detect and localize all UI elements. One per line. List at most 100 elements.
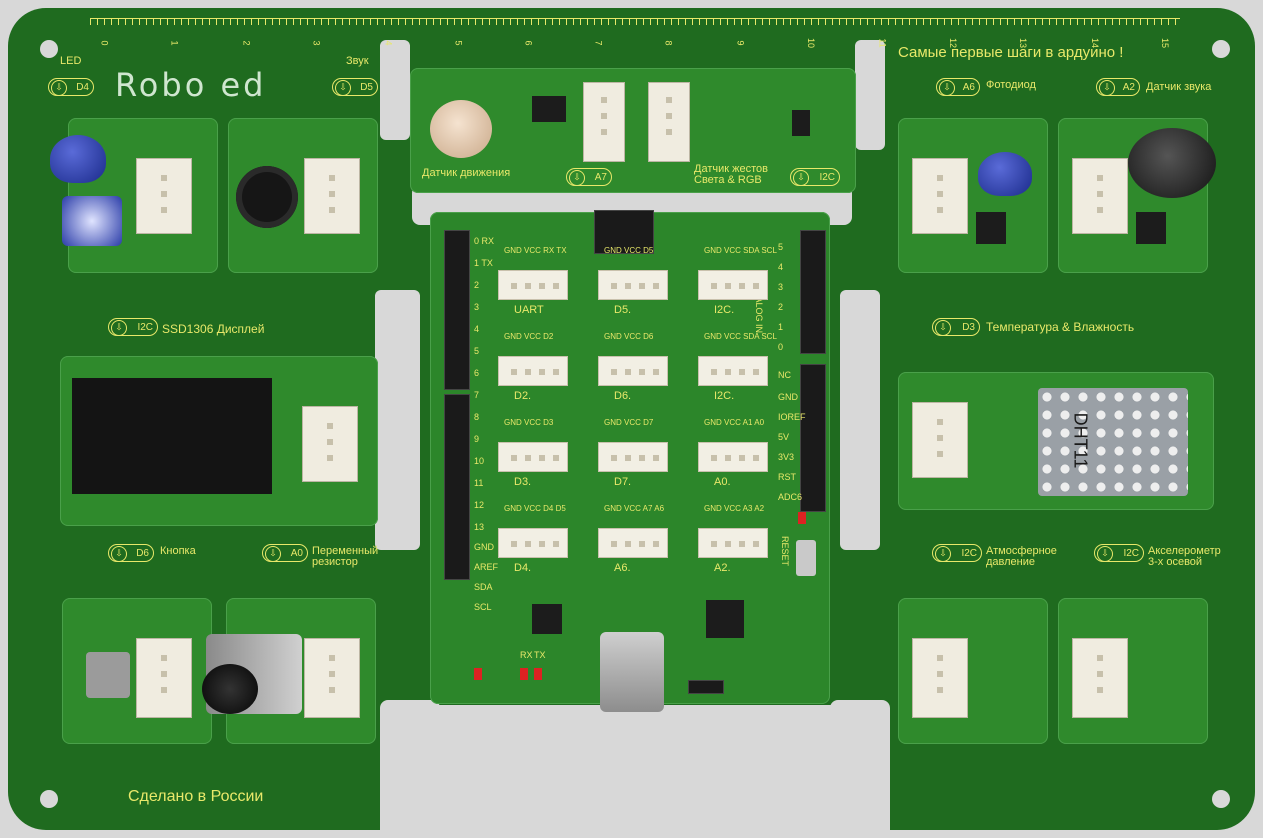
blue-led [978,152,1032,196]
reset-label: RESET [780,536,790,567]
ruler-label: 9 [735,40,746,46]
pin-tag: ⇩ I2C [108,318,158,336]
pin-label: I2C [961,548,977,559]
pin-label: SCL [474,602,492,612]
ruler-label: 6 [523,40,534,46]
pin-tag: ⇩A0 [262,544,308,562]
connector-label: D4. [514,562,532,574]
grove-connector [598,442,668,472]
pin-label: 5 [474,346,480,356]
connector-label: D2. [514,390,532,402]
accel-label: Акселерометр 3-х осевой [1148,545,1221,568]
arrow-down-icon: ⇩ [51,80,67,96]
connector-header: GND VCC RX TX [504,246,567,255]
pin-label: 1 TX [474,258,493,268]
ruler-label: 1 [169,40,180,46]
component [688,680,724,694]
board-cutout [830,700,890,838]
arrow-down-icon: ⇩ [111,546,127,562]
pin-label: 10 [474,456,485,466]
pin-label: 7 [474,390,480,400]
pin-tag: ⇩ D6 [108,544,154,562]
pin-label: I2C [137,322,153,333]
arrow-down-icon: ⇩ [111,320,127,336]
ruler-label: 4 [383,40,394,46]
display-label: SSD1306 Дисплей [162,322,265,336]
dht11-text: DHT11 [1070,412,1091,469]
ruler-label: 2 [241,40,252,46]
right-header-top [800,230,826,354]
connector-header: GND VCC SDA SCL [704,246,777,255]
pin-label: 13 [474,522,485,532]
grove-connector [598,270,668,300]
motion-label: Датчик движения [422,167,511,179]
grove-connector [498,356,568,386]
sound-sensor-label: Датчик звука [1146,81,1212,93]
board-cutout [420,705,840,838]
grove-connector [698,442,768,472]
ruler-label: 15 [1160,37,1171,49]
board-cutout [380,700,440,838]
grove-connector [912,158,968,234]
chip [532,604,562,634]
grove-connector [912,402,968,478]
arrow-down-icon: ⇩ [569,170,585,186]
status-led [474,668,482,680]
grove-connector [498,528,568,558]
connector-label: D5. [614,304,632,316]
pin-label: AREF [474,562,499,572]
chip [532,96,566,122]
connector-header: GND VCC A1 A0 [704,418,765,427]
pin-label: I2C [1123,548,1139,559]
photodiode-label: Фотодиод [986,79,1036,91]
pin-label: 1 [778,322,784,332]
grove-connector [1072,158,1128,234]
ruler [90,18,1180,47]
chip [976,212,1006,244]
ruler-label: 0 [99,40,110,46]
pin-label: D3 [962,322,975,333]
tx-led [534,668,542,680]
pin-label: D4 [76,82,89,93]
connector-header: GND VCC A7 A6 [604,504,665,513]
mount-hole [40,790,58,808]
mount-hole [1212,40,1230,58]
grove-connector [498,442,568,472]
grove-connector [1072,638,1128,718]
left-header-top [444,230,470,390]
grove-connector [598,356,668,386]
connector-label: D3. [514,476,532,488]
board-cutout [375,290,420,550]
buzzer [236,166,298,228]
pin-label: D6 [136,548,149,559]
pot-knob[interactable] [202,664,258,714]
pin-label: 0 [778,342,784,352]
pin-label: GND [778,392,798,402]
arrow-down-icon: ⇩ [939,80,955,96]
icsp-header [594,210,654,254]
connector-header: GND VCC D3 [504,418,554,427]
led-label: LED [60,55,82,67]
mcu-chip [706,600,744,638]
usb-c-port[interactable] [600,632,664,712]
pin-tag: ⇩ D4 [48,78,94,96]
reset-button[interactable] [796,540,816,576]
grove-connector [598,528,668,558]
connector-header: GND VCC D6 [604,332,654,341]
connector-label: D7. [614,476,632,488]
connector-label: A6. [614,562,631,574]
grove-connector [498,270,568,300]
connector-label: A2. [714,562,731,574]
right-header-bottom [800,364,826,512]
pin-label: 4 [474,324,480,334]
left-header-bottom [444,394,470,580]
pin-tag: ⇩I2C [932,544,982,562]
pin-label: 6 [474,368,480,378]
chip [792,110,810,136]
pin-tag: ⇩D5 [332,78,378,96]
ruler-label: 5 [453,40,464,46]
arrow-down-icon: ⇩ [1099,80,1115,96]
connector-header: GND VCC SDA SCL [704,332,777,341]
grove-connector [136,158,192,234]
